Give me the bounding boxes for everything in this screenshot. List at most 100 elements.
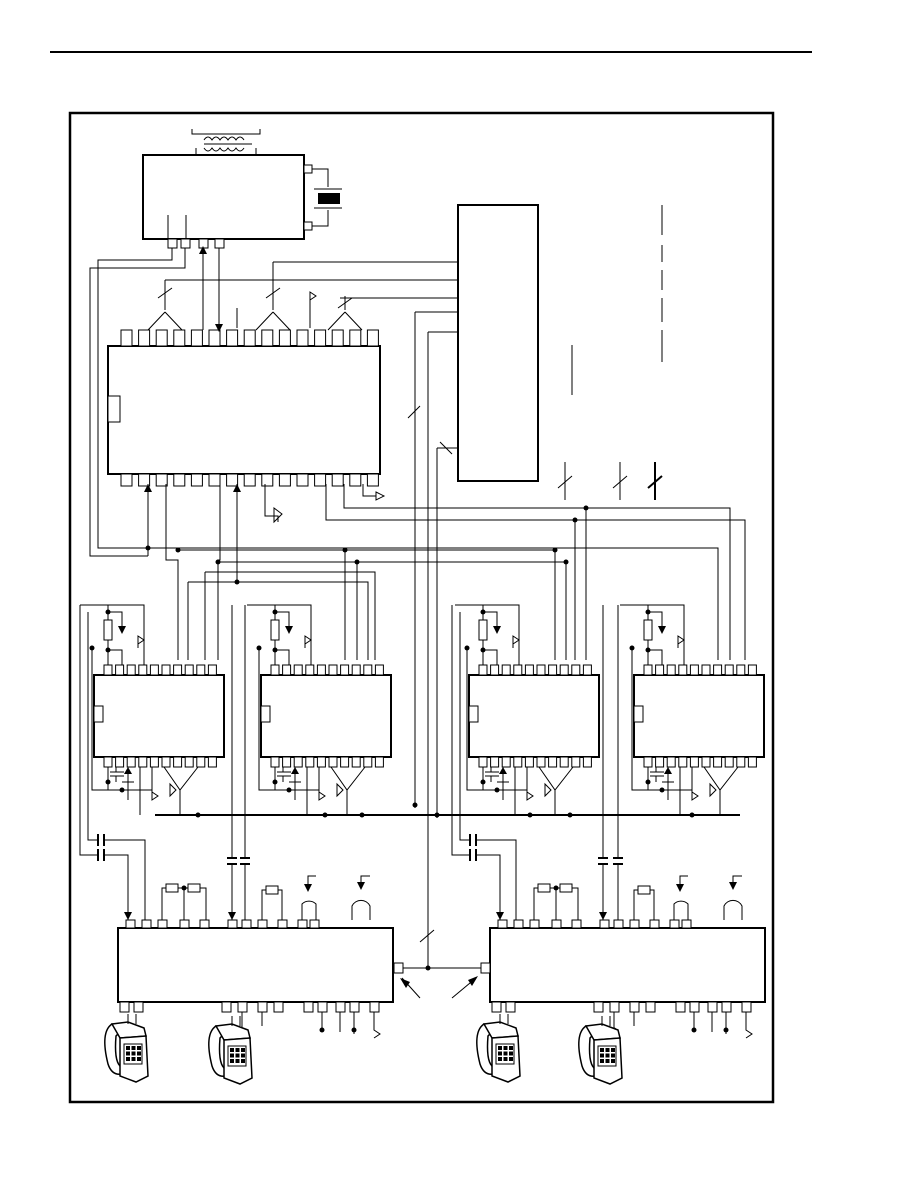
jumper-arrow [676, 884, 684, 892]
channel-pin [207, 756, 217, 768]
junction-dot [105, 647, 111, 653]
channel-pin [184, 756, 194, 768]
channel-ic [80, 604, 225, 815]
line-pin [629, 919, 640, 929]
oscillator-body [142, 154, 305, 240]
line-pin [141, 919, 152, 929]
link-pin-left [393, 962, 404, 974]
junction-dot [723, 1027, 729, 1033]
channel-pin [282, 664, 292, 676]
junction-dot [553, 885, 559, 891]
distribution-buses [98, 508, 719, 660]
line-pin [317, 1001, 328, 1013]
clock-wires [89, 248, 458, 968]
controller-pin [261, 329, 274, 347]
ground-arrows [151, 782, 177, 801]
channel-ics [80, 604, 765, 815]
keypad-key [605, 1053, 610, 1058]
keypad-key [241, 1059, 245, 1063]
line-pin [257, 919, 268, 929]
junction-dot [105, 779, 111, 785]
ground-arrows [318, 782, 344, 801]
line-pin [721, 1001, 732, 1013]
capacitor-plates [97, 834, 623, 865]
line-pin [179, 919, 190, 929]
channel-notch [93, 705, 104, 723]
controller-pin [138, 329, 151, 347]
junction-dot [105, 609, 111, 615]
controller-pin [120, 329, 133, 347]
channel-pin [747, 756, 757, 768]
line-pin [613, 919, 624, 929]
bus-arrow-1 [144, 484, 152, 492]
bus-tick-mark-bold [647, 462, 663, 500]
controller-pin [243, 329, 256, 347]
keypad-key [235, 1053, 240, 1058]
channel-notch [468, 705, 479, 723]
controller-pin [138, 473, 151, 487]
channel-pin [138, 756, 148, 768]
channel-pin [196, 756, 206, 768]
channel-pin [536, 664, 546, 676]
keypad-key [611, 1053, 615, 1058]
controller-pin [331, 473, 344, 487]
feedback-arrow [493, 626, 501, 634]
transformer-symbol [191, 129, 261, 154]
keypad-key [503, 1046, 508, 1050]
line-pin [227, 919, 238, 929]
channel-pin [582, 664, 592, 676]
junction-dot [272, 779, 278, 785]
channel-pin [724, 664, 734, 676]
channel-pin [736, 664, 746, 676]
channel-pin [582, 756, 592, 768]
line-pin [675, 1001, 686, 1013]
handset-cord [499, 1014, 509, 1024]
line-pin [157, 919, 168, 929]
channel-pin [103, 756, 113, 768]
channel-pin [559, 756, 569, 768]
junction-dot [286, 787, 292, 793]
ground-arrows [526, 782, 552, 801]
line-pin [491, 1001, 502, 1013]
controller-top-pins [120, 329, 379, 347]
junction-dot [645, 647, 651, 653]
line-output-wires [613, 1012, 753, 1039]
controller-pin [173, 329, 186, 347]
channel-pin [655, 756, 665, 768]
line-pin [241, 919, 252, 929]
controller-pin [296, 473, 309, 487]
controller-pin [349, 473, 362, 487]
channel-pin [351, 756, 361, 768]
telephone-icon [208, 1016, 253, 1085]
up-arrow [124, 767, 132, 774]
junction-dot [494, 787, 500, 793]
keypad-key [605, 1059, 610, 1063]
line-pin [125, 919, 136, 929]
channel-pin [490, 756, 500, 768]
keypad-key [131, 1057, 136, 1061]
line-pin [571, 919, 582, 929]
junction-dot [181, 885, 187, 891]
channel-pin [305, 756, 315, 768]
channel-pin [149, 664, 159, 676]
line-pin [133, 1001, 144, 1013]
line-pin [349, 1001, 360, 1013]
line-pin [599, 919, 610, 929]
channel-pin [536, 756, 546, 768]
channel-pin [173, 664, 183, 676]
bus-arrow-2 [233, 484, 241, 492]
junction-dot [272, 609, 278, 615]
controller-pin [278, 473, 291, 487]
handset-receiver [578, 1025, 598, 1078]
controller-pin [155, 329, 168, 347]
telephone-handsets [104, 1014, 623, 1085]
jumper-arrow [357, 882, 365, 890]
line-interface-ic [489, 875, 766, 1039]
junction-dot [659, 787, 665, 793]
channel-pin [161, 756, 171, 768]
bias-resistor [643, 619, 653, 641]
inter-line-link [401, 929, 483, 999]
channel-pin [184, 664, 194, 676]
keypad-key [137, 1051, 141, 1056]
coupling-wires-left [79, 605, 246, 920]
